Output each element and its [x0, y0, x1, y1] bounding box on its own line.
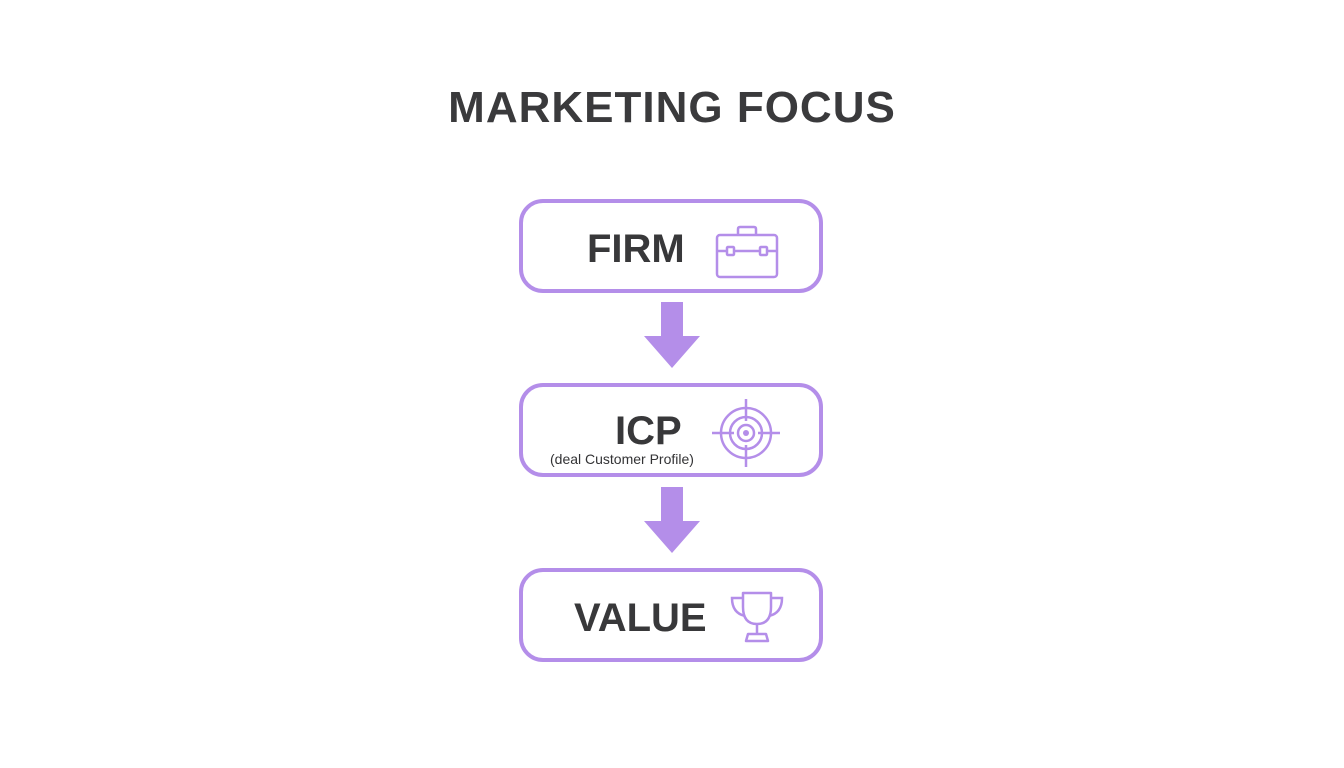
step-icp-label: ICP [615, 409, 682, 453]
arrow-down-icon [644, 487, 700, 553]
step-icp-box: ICP (deal Customer Profile) [519, 383, 823, 477]
step-firm-label: FIRM [587, 227, 685, 271]
briefcase-icon [715, 225, 779, 279]
arrow-down-icon [644, 302, 700, 368]
step-value-label: VALUE [574, 596, 707, 640]
target-icon [712, 399, 780, 467]
trophy-icon [730, 591, 784, 643]
step-value-box: VALUE [519, 568, 823, 662]
step-icp-sublabel: (deal Customer Profile) [550, 451, 694, 467]
page-title: MARKETING FOCUS [448, 83, 896, 132]
step-firm-box: FIRM [519, 199, 823, 293]
